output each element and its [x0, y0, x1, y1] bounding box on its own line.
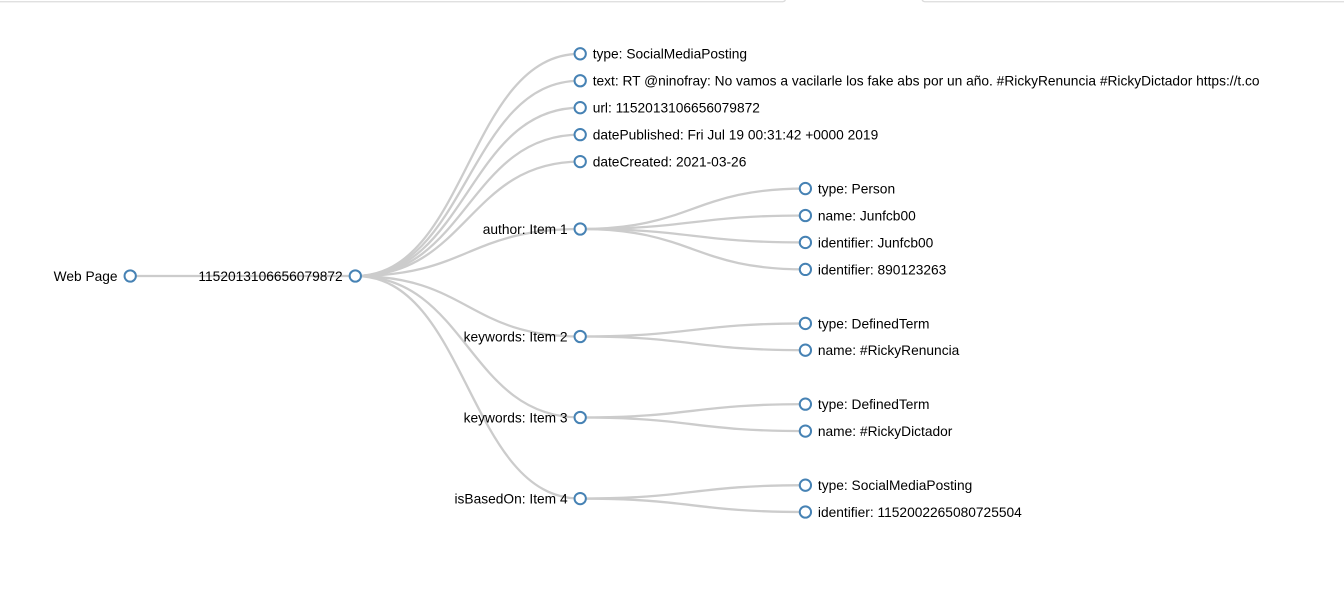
- svg-text:name: Junfcb00: name: Junfcb00: [818, 208, 916, 223]
- svg-text:type: DefinedTerm: type: DefinedTerm: [818, 316, 930, 331]
- svg-text:keywords: Item 3: keywords: Item 3: [464, 410, 568, 425]
- svg-text:text: RT @ninofray: No vamos a: text: RT @ninofray: No vamos a vacilarle…: [593, 74, 1260, 89]
- svg-text:keywords: Item 2: keywords: Item 2: [464, 329, 568, 344]
- svg-text:author: Item 1: author: Item 1: [483, 222, 568, 237]
- svg-text:dateCreated: 2021-03-26: dateCreated: 2021-03-26: [593, 155, 747, 170]
- svg-text:type: DefinedTerm: type: DefinedTerm: [818, 397, 930, 412]
- svg-text:name: #RickyRenuncia: name: #RickyRenuncia: [818, 343, 960, 358]
- svg-text:identifier: 890123263: identifier: 890123263: [818, 262, 947, 277]
- svg-text:Web Page: Web Page: [54, 269, 118, 284]
- svg-text:name: #RickyDictador: name: #RickyDictador: [818, 424, 953, 439]
- svg-text:isBasedOn: Item 4: isBasedOn: Item 4: [454, 492, 567, 507]
- svg-text:identifier: Junfcb00: identifier: Junfcb00: [818, 235, 934, 250]
- svg-text:type: Person: type: Person: [818, 181, 895, 196]
- svg-text:1152013106656079872: 1152013106656079872: [198, 269, 342, 284]
- svg-text:identifier: 115200226508072550: identifier: 1152002265080725504: [818, 505, 1022, 520]
- svg-text:url: 1152013106656079872: url: 1152013106656079872: [593, 101, 760, 116]
- svg-text:datePublished: Fri Jul 19 00:3: datePublished: Fri Jul 19 00:31:42 +0000…: [593, 128, 879, 143]
- svg-text:type: SocialMediaPosting: type: SocialMediaPosting: [593, 47, 747, 62]
- svg-text:type: SocialMediaPosting: type: SocialMediaPosting: [818, 478, 972, 493]
